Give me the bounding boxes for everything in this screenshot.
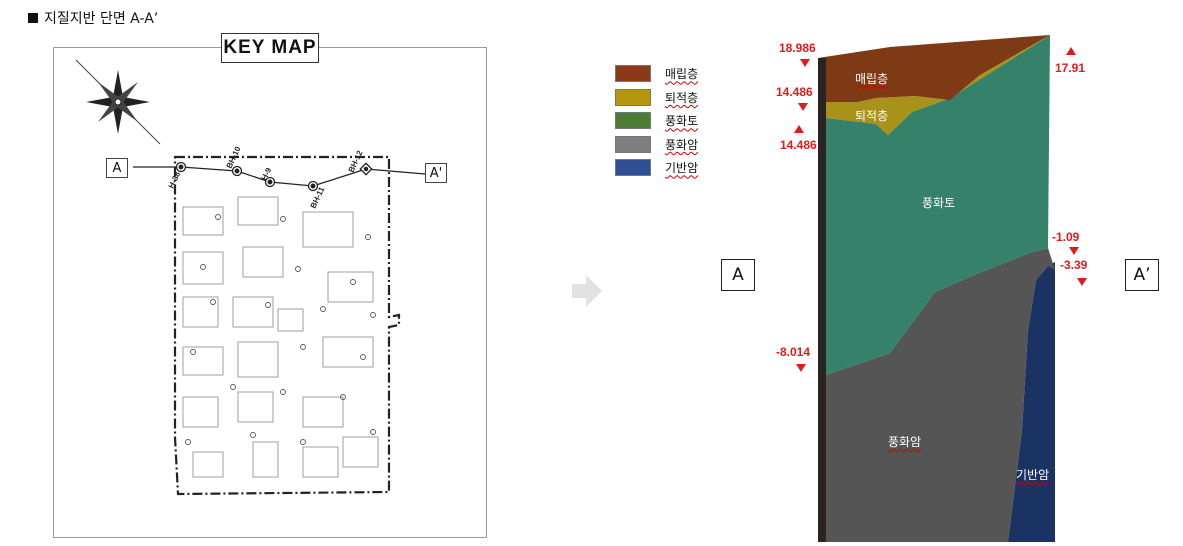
elev-left-top: 18.986 — [779, 41, 816, 55]
legend-item-fill: 매립층 — [615, 62, 698, 86]
section-boreholes — [175, 161, 373, 192]
marker-down-icon — [798, 103, 808, 111]
marker-down-icon — [1069, 247, 1079, 255]
building-footprints — [182, 196, 379, 478]
layer-label-deposit: 퇴적층 — [855, 109, 889, 123]
layer-bedrock-shape — [1008, 262, 1055, 542]
geological-section-diagram — [818, 35, 1055, 542]
legend-swatch-fill — [615, 65, 651, 83]
elev-right-soil-bottom: -1.09 — [1052, 230, 1080, 244]
layer-label-fill: 매립층 — [855, 72, 889, 86]
elev-left-deposit-bottom: 14.486 — [780, 138, 817, 152]
key-map-tag-a-prime: A' — [425, 163, 447, 183]
key-map-title: KEY MAP — [221, 33, 319, 63]
key-map-drawing: H-38 BH-10 H-9 BH-11 BH-12 — [75, 59, 426, 496]
elev-right-top: 17.91 — [1055, 61, 1086, 75]
marker-down-icon — [796, 364, 806, 372]
borehole-label-bh10: BH-10 — [225, 145, 243, 170]
layer-fill-shape — [818, 35, 1050, 102]
chevron-right-icon — [572, 275, 602, 307]
layer-weathered-soil-shape — [826, 35, 1050, 375]
layer-label-bedrock: 기반암 — [1016, 468, 1050, 482]
legend-swatch-bedrock — [615, 159, 651, 177]
title-bullet-icon — [28, 13, 38, 23]
borehole-markers — [185, 214, 376, 445]
legend-item-weathered-rock: 풍화암 — [615, 133, 698, 157]
legend-label-weathered-soil: 풍화토 — [665, 114, 699, 129]
legend-swatch-deposit — [615, 88, 651, 106]
legend-swatch-weathered-rock — [615, 135, 651, 153]
elev-right-rock-bottom: -3.39 — [1060, 258, 1088, 272]
marker-up-icon — [794, 125, 804, 133]
legend-item-deposit: 퇴적층 — [615, 86, 698, 110]
elev-left-soil-bottom: -8.014 — [776, 345, 811, 359]
borehole-label-h38: H-38 — [167, 170, 183, 190]
layer-label-weathered-rock: 풍화암 — [888, 435, 922, 449]
layer-label-weathered-soil: 풍화토 — [922, 196, 956, 210]
elev-left-fill-bottom: 14.486 — [776, 85, 813, 99]
marker-down-icon — [800, 59, 810, 67]
key-map-tag-a: A — [106, 158, 128, 178]
section-tag-a: A — [721, 259, 755, 291]
title-text: 지질지반 단면 A-A’ — [44, 11, 159, 27]
section-tag-a-prime: A’ — [1125, 259, 1159, 291]
legend-label-bedrock: 기반암 — [665, 161, 699, 176]
section-side-face — [818, 58, 826, 542]
legend-label-fill: 매립층 — [665, 67, 699, 82]
layer-deposit-shape — [826, 35, 1050, 135]
site-boundary — [173, 155, 401, 496]
page-title: 지질지반 단면 A-A’ — [28, 8, 158, 28]
layer-weathered-rock-shape — [826, 248, 1055, 542]
compass-rose-icon — [75, 59, 161, 145]
legend-item-weathered-soil: 풍화토 — [615, 109, 698, 133]
legend-label-deposit: 퇴적층 — [665, 90, 699, 105]
legend-item-bedrock: 기반암 — [615, 156, 698, 180]
marker-down-icon — [1077, 278, 1087, 286]
marker-up-icon — [1066, 47, 1076, 55]
legend-label-weathered-rock: 풍화암 — [665, 137, 699, 152]
legend-swatch-weathered-soil — [615, 112, 651, 130]
legend: 매립층 퇴적층 풍화토 풍화암 기반암 — [615, 62, 698, 180]
